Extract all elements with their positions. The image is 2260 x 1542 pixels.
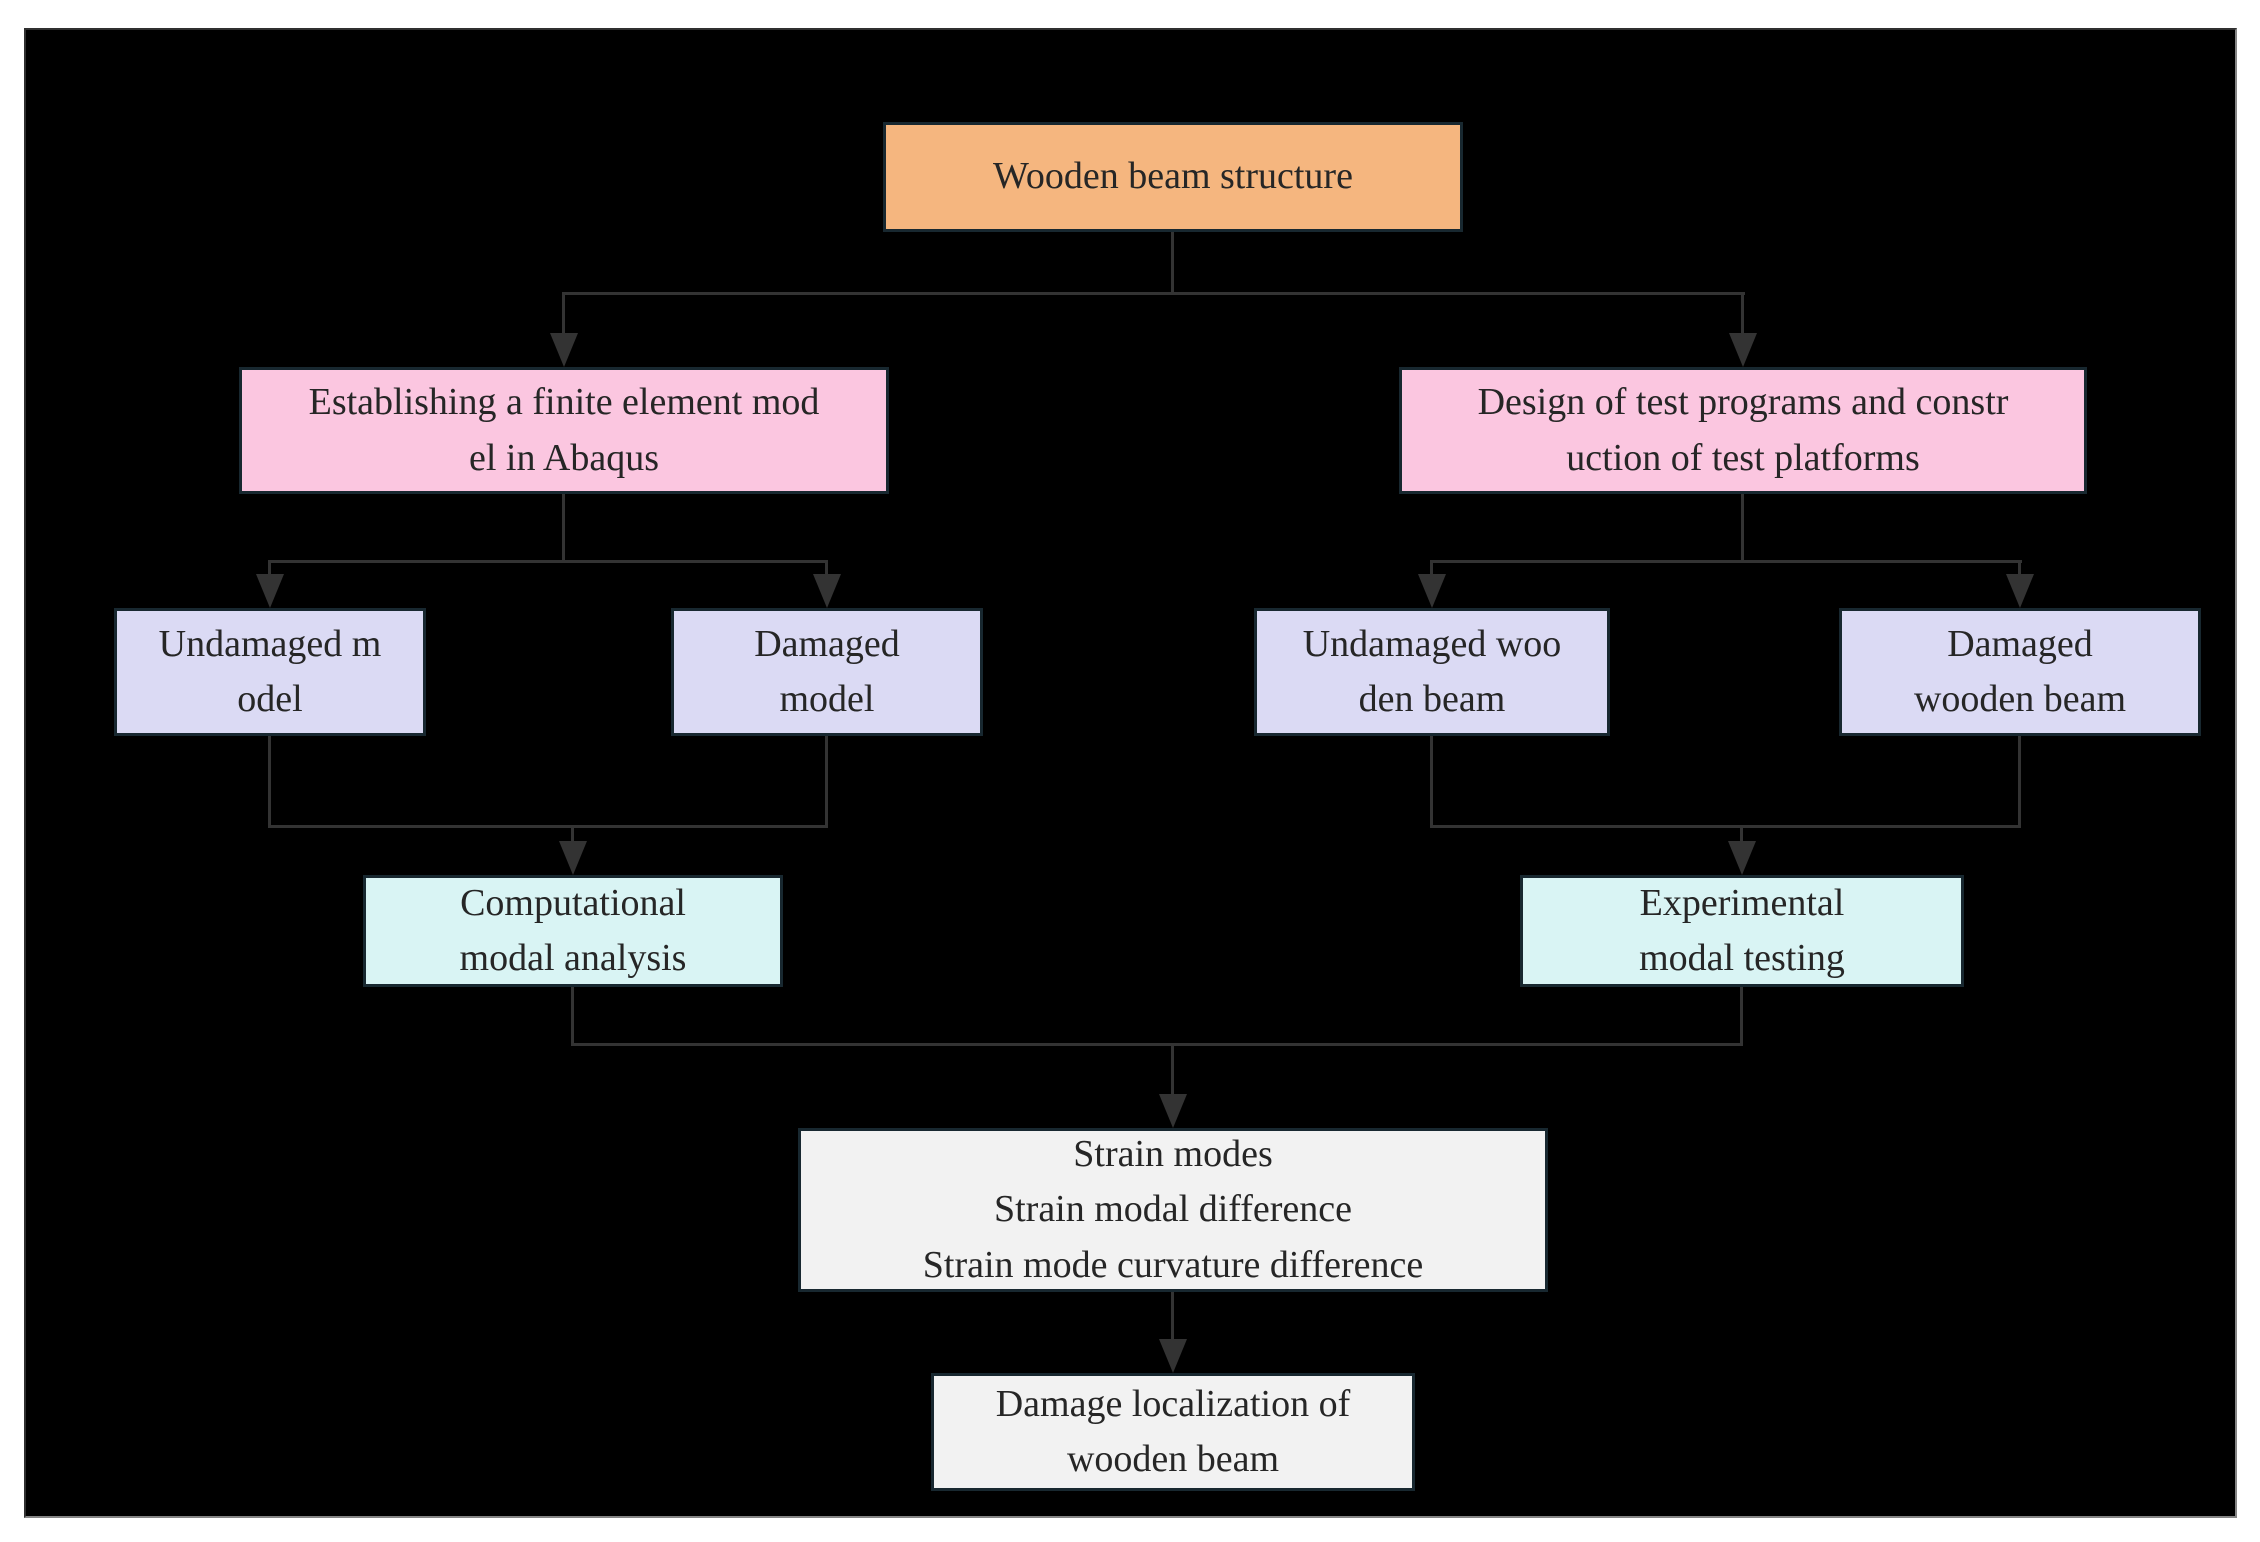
arrowhead-to-experimental — [1728, 841, 1756, 875]
node-damaged-wooden-beam-label: Damaged wooden beam — [1913, 622, 2127, 720]
node-wooden-beam-structure: Wooden beam structure — [883, 122, 1463, 232]
connector-test-branch — [1430, 560, 2022, 563]
connector-models-merge — [268, 825, 828, 828]
connector-undamaged-beam-down — [1430, 736, 1433, 828]
connector-drop-damaged-beam — [2018, 560, 2021, 576]
diagram-panel: Wooden beam structure Establishing a fin… — [24, 28, 2237, 1518]
arrowhead-to-fem-model — [550, 333, 578, 367]
connector-damaged-model-down — [825, 736, 828, 828]
arrowhead-to-undamaged-model — [256, 574, 284, 608]
node-undamaged-wooden-beam: Undamaged woo den beam — [1254, 608, 1610, 736]
node-undamaged-model-label: Undamaged m odel — [158, 622, 382, 720]
arrowhead-to-strain — [1159, 1094, 1187, 1128]
connector-test-stem — [1741, 494, 1744, 560]
connector-beams-merge — [1430, 825, 2021, 828]
node-damaged-model-label: Damaged model — [754, 622, 900, 720]
arrowhead-to-undamaged-beam — [1418, 574, 1446, 608]
connector-drop-undamaged-beam — [1430, 560, 1433, 576]
connector-drop-damaged-model — [825, 560, 828, 576]
node-undamaged-model: Undamaged m odel — [114, 608, 426, 736]
node-damage-localization-label: Damage localization of wooden beam — [995, 1382, 1351, 1480]
arrowhead-to-damaged-model — [813, 574, 841, 608]
connector-experimental-down — [1740, 987, 1743, 1046]
node-damaged-model: Damaged model — [671, 608, 983, 736]
connector-fem-branch — [268, 560, 828, 563]
node-finite-element-model: Establishing a finite element mod el in … — [239, 367, 889, 494]
connector-undamaged-model-down — [268, 736, 271, 828]
connector-root-branch — [563, 292, 1745, 295]
connector-strain-down — [1171, 1292, 1174, 1341]
node-computational-modal-analysis: Computational modal analysis — [363, 875, 783, 987]
node-strain-indicators-label: Strain modes Strain modal difference Str… — [922, 1133, 1424, 1286]
connector-computational-down — [571, 987, 574, 1046]
connector-results-merge — [571, 1043, 1743, 1046]
connector-drop-experimental — [1740, 825, 1743, 845]
node-wooden-beam-structure-label: Wooden beam structure — [993, 155, 1353, 198]
node-undamaged-wooden-beam-label: Undamaged woo den beam — [1302, 622, 1562, 720]
connector-drop-test — [1741, 292, 1744, 336]
connector-fem-stem — [562, 494, 565, 560]
node-strain-indicators: Strain modes Strain modal difference Str… — [798, 1128, 1548, 1292]
node-finite-element-model-label: Establishing a finite element mod el in … — [308, 381, 820, 479]
node-test-design-label: Design of test programs and constr uctio… — [1477, 381, 2009, 479]
arrowhead-to-test-design — [1729, 333, 1757, 367]
connector-damaged-beam-down — [2018, 736, 2021, 828]
arrowhead-to-damaged-beam — [2006, 574, 2034, 608]
node-damaged-wooden-beam: Damaged wooden beam — [1839, 608, 2201, 736]
connector-drop-fem — [562, 292, 565, 336]
node-damage-localization: Damage localization of wooden beam — [931, 1373, 1415, 1491]
connector-root-stem — [1171, 232, 1174, 292]
arrowhead-to-damage-localization — [1159, 1339, 1187, 1373]
connector-drop-computational — [571, 825, 574, 845]
node-test-design: Design of test programs and constr uctio… — [1399, 367, 2087, 494]
arrowhead-to-computational — [559, 841, 587, 875]
connector-drop-undamaged-model — [268, 560, 271, 576]
node-computational-modal-analysis-label: Computational modal analysis — [459, 881, 687, 979]
node-experimental-modal-testing: Experimental modal testing — [1520, 875, 1964, 987]
node-experimental-modal-testing-label: Experimental modal testing — [1639, 881, 1845, 979]
connector-drop-strain — [1171, 1043, 1174, 1096]
